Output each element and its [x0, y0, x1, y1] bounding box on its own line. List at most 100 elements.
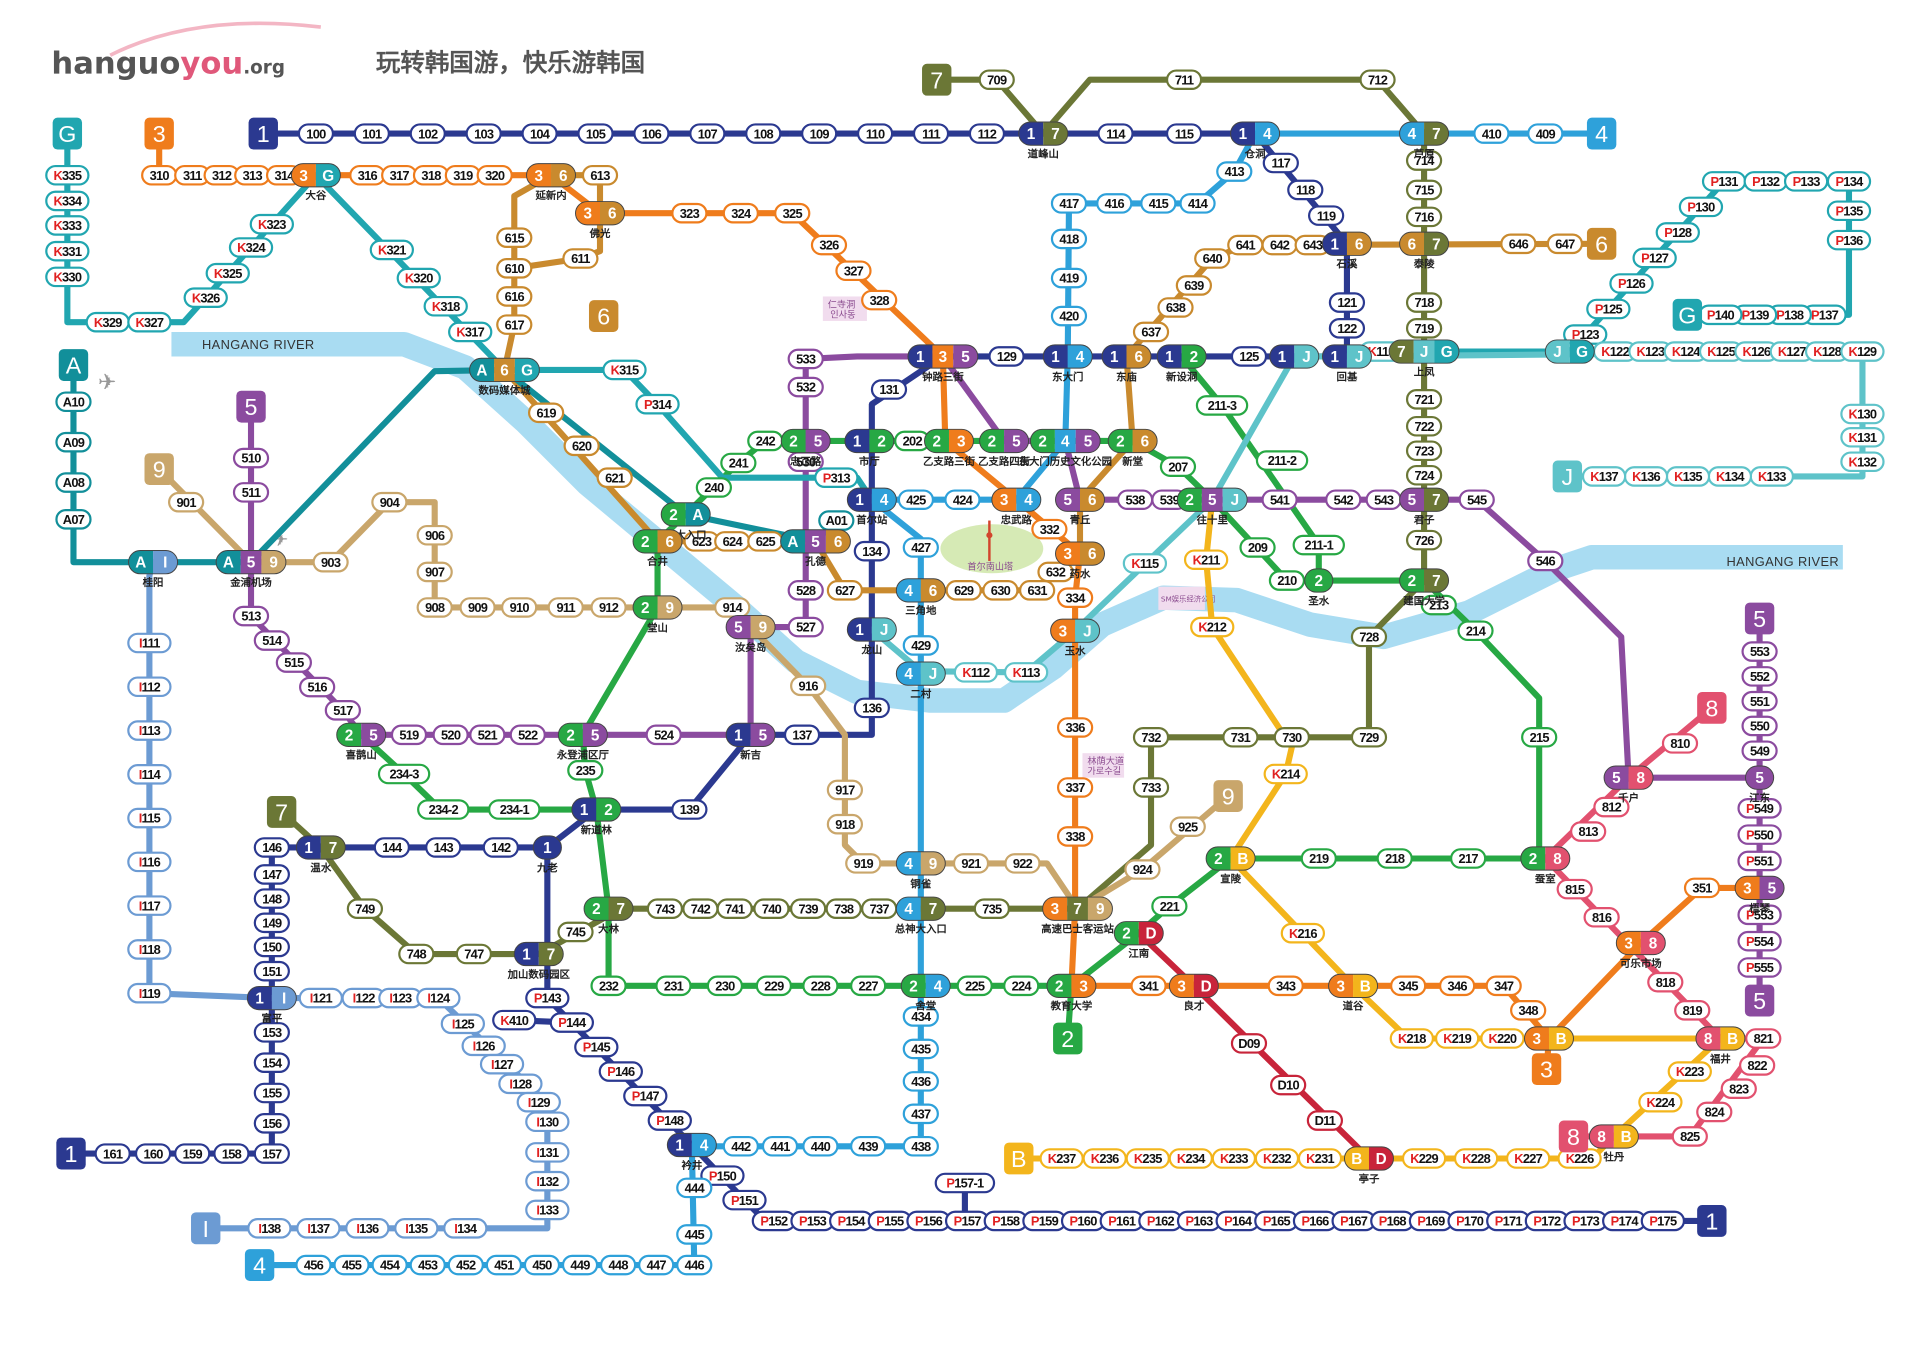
station-520[interactable]: 520 — [432, 724, 469, 746]
station-903[interactable]: 903 — [312, 551, 349, 573]
station-I134[interactable]: I134 — [443, 1218, 488, 1239]
station-439[interactable]: 439 — [850, 1135, 887, 1157]
station-908[interactable]: 908 — [416, 597, 453, 618]
station-319[interactable]: 319 — [444, 164, 481, 186]
station-P151[interactable]: P151 — [722, 1189, 767, 1211]
station-532[interactable]: 532 — [787, 376, 824, 398]
station-K127[interactable]: K127 — [1769, 341, 1814, 362]
station-219[interactable]: 219 — [1300, 848, 1337, 869]
station-812[interactable]: 812 — [1593, 796, 1630, 818]
station-K329[interactable]: K329 — [85, 311, 130, 333]
station-104[interactable]: 104 — [521, 123, 558, 144]
station-647[interactable]: 647 — [1546, 233, 1584, 255]
station-K235[interactable]: K235 — [1125, 1148, 1170, 1169]
station-904[interactable]: 904 — [371, 491, 408, 513]
station-K234[interactable]: K234 — [1168, 1148, 1213, 1169]
station-K135[interactable]: K135 — [1665, 466, 1711, 487]
station-A09[interactable]: A09 — [55, 431, 92, 453]
station-I112[interactable]: I112 — [127, 676, 172, 698]
line-badge-1[interactable]: 1 — [56, 1137, 86, 1170]
station-P313[interactable]: P313 — [814, 467, 859, 488]
station-I138[interactable]: I138 — [247, 1218, 292, 1239]
station-442[interactable]: 442 — [722, 1135, 759, 1157]
station-310[interactable]: 310 — [141, 164, 178, 186]
station-637[interactable]: 637 — [1132, 321, 1170, 343]
line-badge-2[interactable]: 2 — [1053, 1022, 1083, 1055]
station-I127[interactable]: I127 — [479, 1053, 525, 1075]
station-429[interactable]: 429 — [902, 635, 939, 656]
station-210[interactable]: 210 — [1268, 570, 1306, 591]
station-235[interactable]: 235 — [567, 760, 604, 781]
station-K237[interactable]: K237 — [1039, 1148, 1084, 1169]
station-810[interactable]: 810 — [1661, 733, 1699, 754]
station-324[interactable]: 324 — [722, 202, 759, 224]
station-147[interactable]: 147 — [253, 864, 290, 885]
station-I129[interactable]: I129 — [516, 1091, 561, 1113]
station-158[interactable]: 158 — [213, 1143, 250, 1164]
station-724[interactable]: 724 — [1405, 464, 1443, 486]
station-521[interactable]: 521 — [469, 724, 506, 746]
station-447[interactable]: 447 — [638, 1254, 675, 1276]
station-640[interactable]: 640 — [1194, 248, 1231, 269]
station-K410[interactable]: K410 — [492, 1009, 537, 1031]
station-I125[interactable]: I125 — [440, 1013, 486, 1035]
transfer-station[interactable]: 5江东 — [1745, 765, 1775, 805]
line-badge-J[interactable]: J — [1552, 460, 1583, 493]
station-D09[interactable]: D09 — [1230, 1033, 1268, 1054]
station-217[interactable]: 217 — [1450, 848, 1487, 869]
station-621[interactable]: 621 — [596, 467, 633, 488]
station-629[interactable]: 629 — [945, 580, 982, 601]
station-818[interactable]: 818 — [1647, 971, 1684, 993]
station-A07[interactable]: A07 — [55, 509, 92, 530]
station-731[interactable]: 731 — [1222, 726, 1259, 748]
station-134[interactable]: 134 — [853, 540, 890, 562]
station-I116[interactable]: I116 — [127, 851, 172, 873]
station-313[interactable]: 313 — [234, 164, 271, 186]
station-320[interactable]: 320 — [476, 164, 513, 186]
station-136[interactable]: 136 — [853, 697, 890, 719]
station-240[interactable]: 240 — [695, 477, 732, 498]
station-711[interactable]: 711 — [1165, 69, 1203, 91]
station-451[interactable]: 451 — [485, 1254, 522, 1276]
station-738[interactable]: 738 — [825, 898, 862, 919]
station-723[interactable]: 723 — [1405, 440, 1443, 462]
station-348[interactable]: 348 — [1510, 1000, 1547, 1021]
station-P154[interactable]: P154 — [829, 1210, 874, 1232]
station-K123[interactable]: K123 — [1628, 341, 1673, 362]
station-P133[interactable]: P133 — [1783, 171, 1829, 192]
line-badge-G[interactable]: G — [52, 117, 83, 150]
station-436[interactable]: 436 — [902, 1071, 939, 1092]
station-456[interactable]: 456 — [295, 1254, 332, 1276]
station-416[interactable]: 416 — [1096, 193, 1133, 214]
station-328[interactable]: 328 — [861, 289, 898, 311]
station-312[interactable]: 312 — [203, 164, 240, 186]
station-I136[interactable]: I136 — [345, 1218, 390, 1239]
station-K325[interactable]: K325 — [205, 262, 250, 284]
station-P135[interactable]: P135 — [1826, 200, 1872, 222]
station-101[interactable]: 101 — [353, 123, 390, 144]
station-I133[interactable]: I133 — [525, 1199, 570, 1221]
station-P136[interactable]: P136 — [1826, 229, 1872, 251]
station-914[interactable]: 914 — [714, 597, 751, 618]
station-332[interactable]: 332 — [1031, 518, 1068, 540]
station-745[interactable]: 745 — [557, 921, 594, 943]
station-108[interactable]: 108 — [745, 123, 782, 144]
station-742[interactable]: 742 — [682, 898, 719, 919]
station-925[interactable]: 925 — [1169, 816, 1206, 837]
station-144[interactable]: 144 — [373, 837, 410, 858]
station-K324[interactable]: K324 — [228, 237, 274, 258]
